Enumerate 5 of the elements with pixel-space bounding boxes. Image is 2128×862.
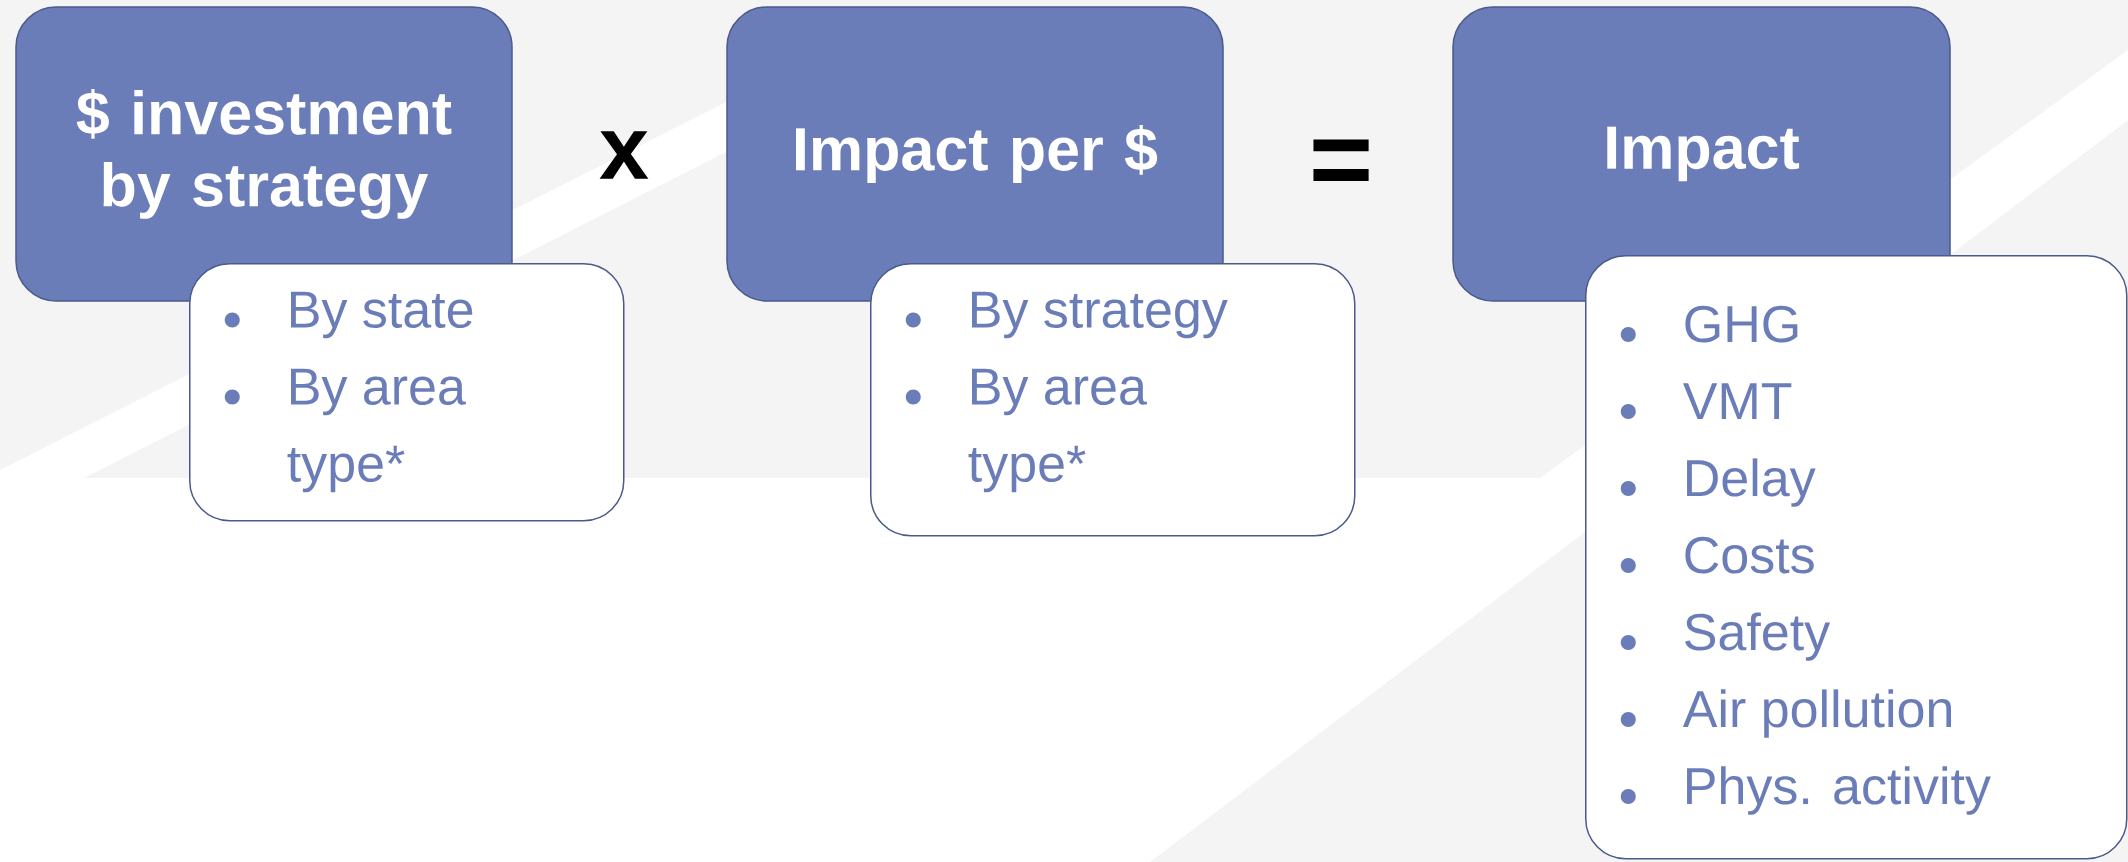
operator-sign: x <box>599 131 649 179</box>
bullet-list-box: By state By area type* <box>189 263 625 522</box>
operator-sign: = <box>1313 139 1369 181</box>
bullet-list-box: GHG VMT Delay Costs Safety Air pollution Phys. activity <box>1585 255 2128 860</box>
bullet-list-box: By strategy By area type* <box>870 263 1356 537</box>
